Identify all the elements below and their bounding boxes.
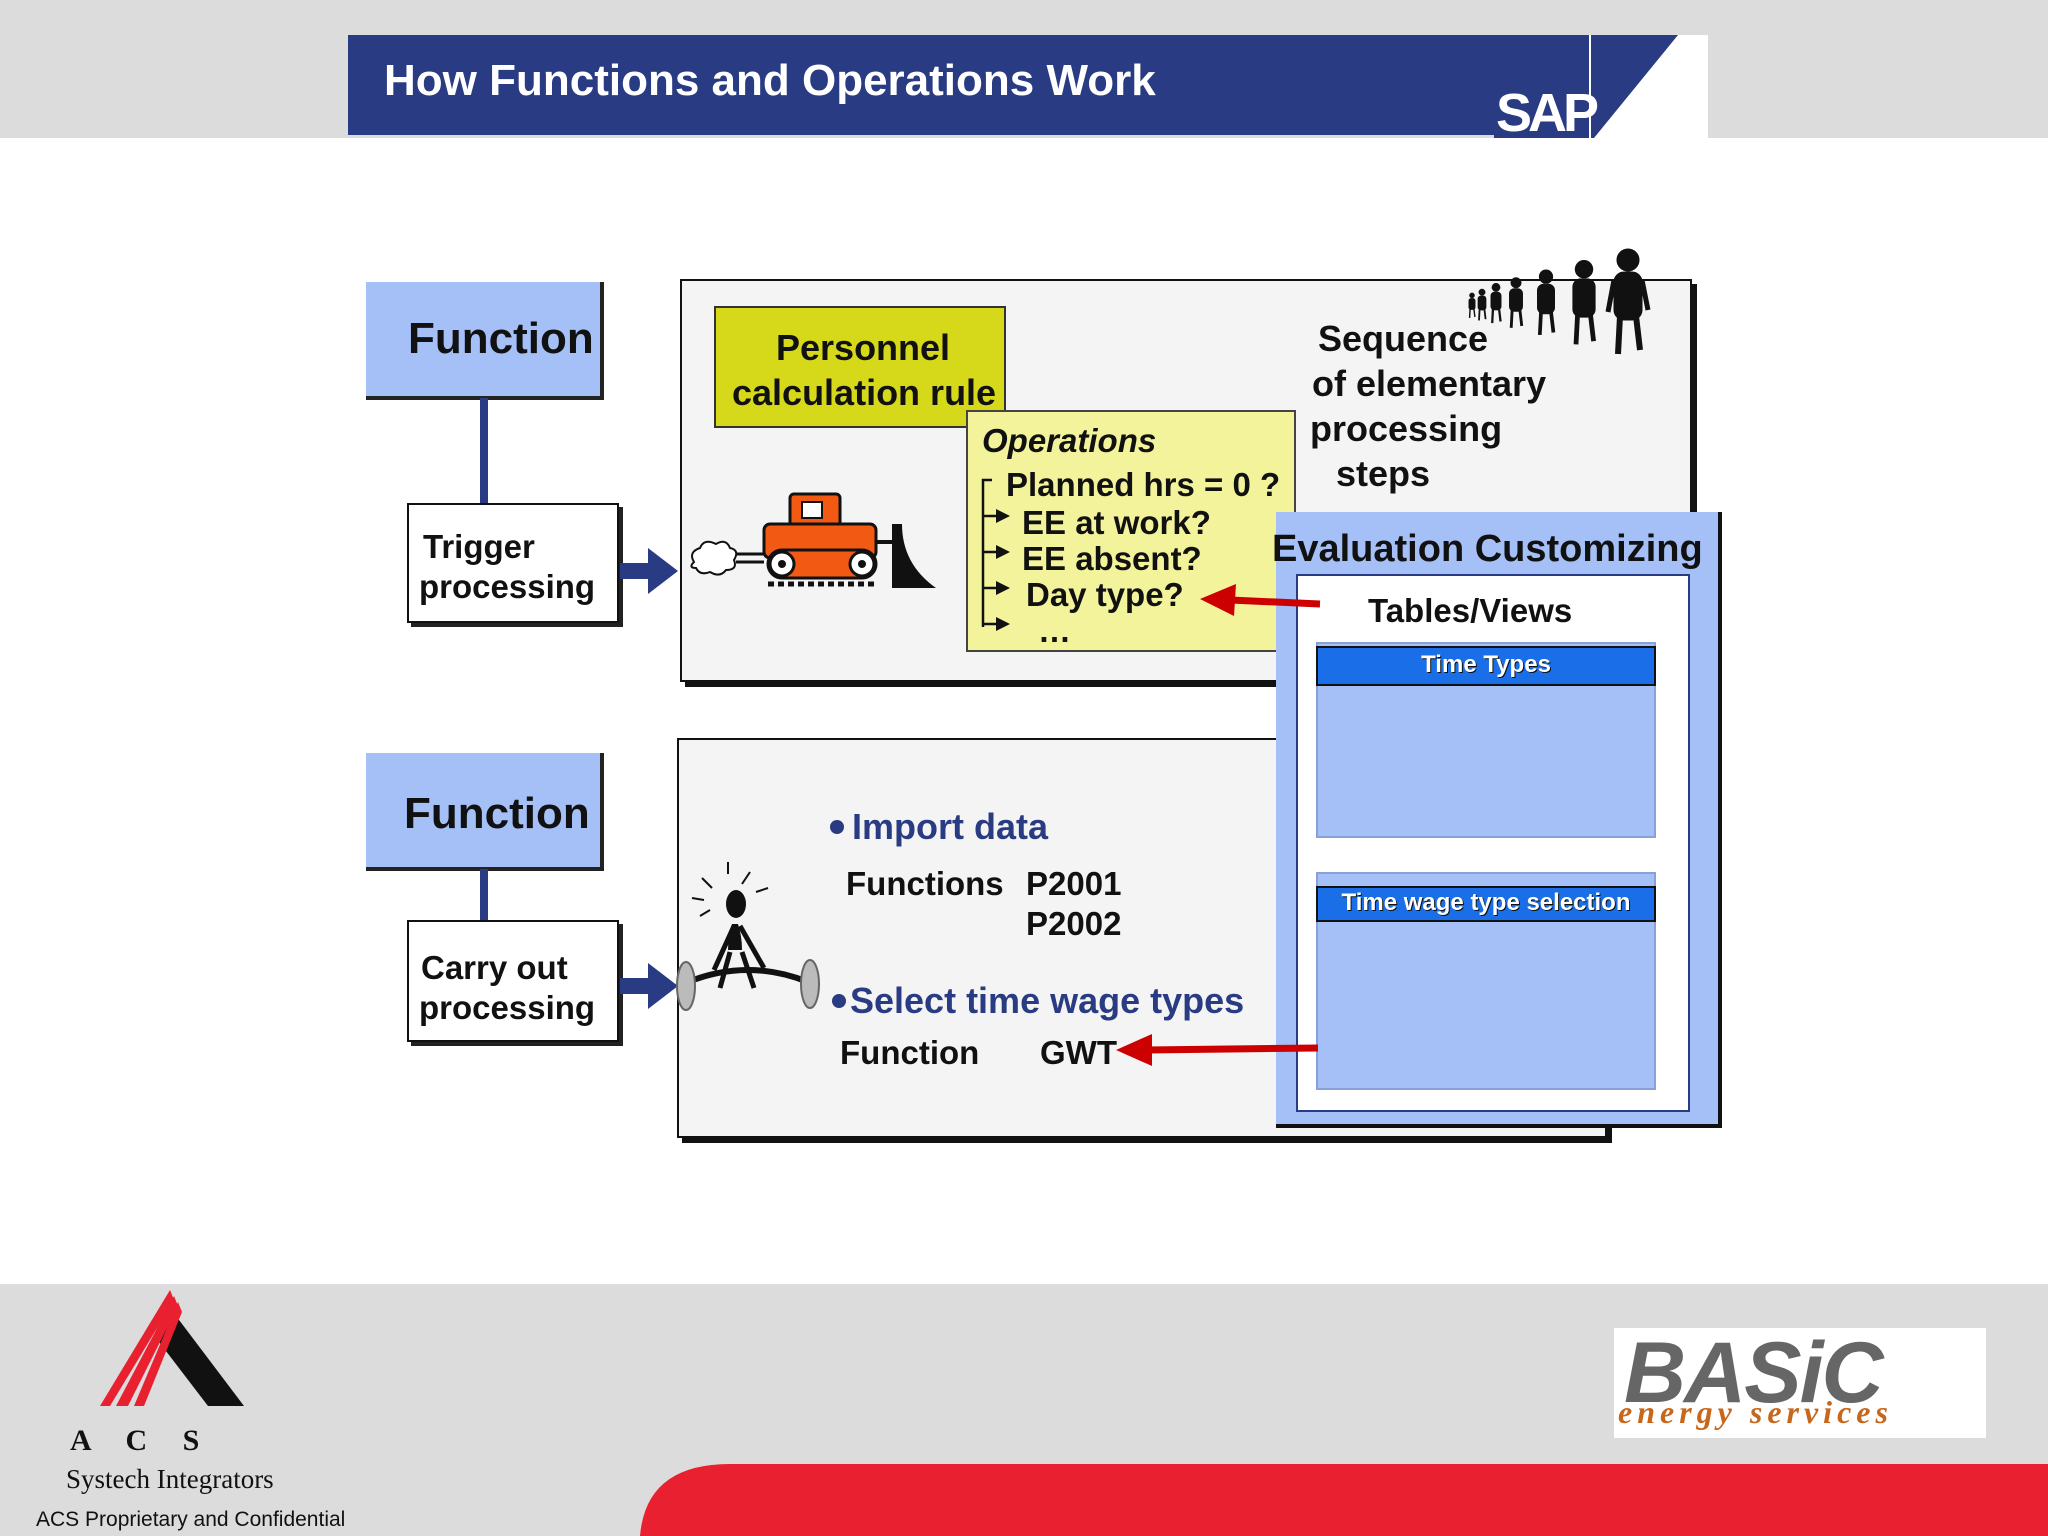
basic-logo-text: BASiC [1624,1325,1884,1421]
function-box-top: Function [366,282,604,400]
trigger-processing-box: Trigger processing [407,503,619,623]
pcr-line1: Personnel [776,327,951,368]
import-data-text: Import data [852,806,1049,847]
basic-logo-subtext: energy services [1618,1394,1893,1430]
time-wage-type-header: Time wage type selection [1316,886,1656,922]
footer-red-swoosh [640,1464,2048,1536]
sequence-line1: Sequence [1318,318,1489,359]
function-box-bottom: Function [366,753,604,871]
function-label-top: Function [408,314,594,363]
operation-ee-at-work: EE at work? [1022,504,1211,541]
title-bar [348,35,1708,135]
red-arrow-icon-top [1200,584,1321,616]
gwt-text: GWT [1040,1034,1117,1071]
function-code-p2001: P2001 [1026,865,1122,902]
operation-day-type: Day type? [1026,576,1184,613]
bullet-select [832,994,846,1008]
pcr-line2: calculation rule [732,372,997,413]
customizing-title: Evaluation Customizing [1272,528,1703,570]
operation-more: … [1038,612,1071,649]
carry-line1: Carry out [421,949,568,986]
time-types-label: Time Types [1421,651,1551,678]
connector-bottom [480,869,488,921]
trigger-line2: processing [419,568,596,605]
sequence-line3: processing [1310,408,1503,449]
company-name: Systech Integrators [66,1464,274,1494]
function-label-bottom: Function [404,789,590,838]
bullet-import [830,820,844,834]
arrow-right-icon-top [620,548,678,594]
function-label-gwt: Function [840,1034,980,1071]
operation-planned-hrs: Planned hrs = 0 ? [1006,466,1281,503]
operations-bracket-icon [981,478,1010,631]
red-arrow-icon-bottom [1116,1034,1319,1066]
tables-views-label: Tables/Views [1368,592,1573,629]
pcr-box [714,306,1006,428]
weightlifter-icon [676,862,820,1011]
marching-figures-icon [1468,248,1651,355]
confidential-notice: ACS Proprietary and Confidential [36,1508,346,1531]
sap-logo-text: SAP [1496,83,1598,138]
operations-box [966,410,1296,652]
acs-letters: A C S [70,1424,214,1457]
time-types-header: Time Types [1316,646,1656,686]
sap-logo: SAP [1494,35,1708,143]
sequence-line2: of elementary [1312,363,1547,404]
functions-label: Functions [846,865,1004,902]
carry-out-processing-box: Carry out processing [407,920,619,1042]
trigger-line1: Trigger [423,528,535,565]
acs-logo-icon [100,1290,244,1406]
connector-top [480,398,488,504]
basic-logo: BASiC energy services [1614,1325,1986,1438]
operations-title: Operations [982,422,1157,459]
bulldozer-icon [690,492,936,588]
function-code-p2002: P2002 [1026,905,1122,942]
sequence-line4: steps [1336,453,1431,494]
operation-ee-absent: EE absent? [1022,540,1202,577]
arrow-right-icon-bottom [620,963,678,1009]
page-title: How Functions and Operations Work [384,56,1156,105]
select-wage-text: Select time wage types [850,980,1245,1021]
carry-line2: processing [419,989,596,1026]
time-wage-type-label: Time wage type selection [1341,889,1631,916]
